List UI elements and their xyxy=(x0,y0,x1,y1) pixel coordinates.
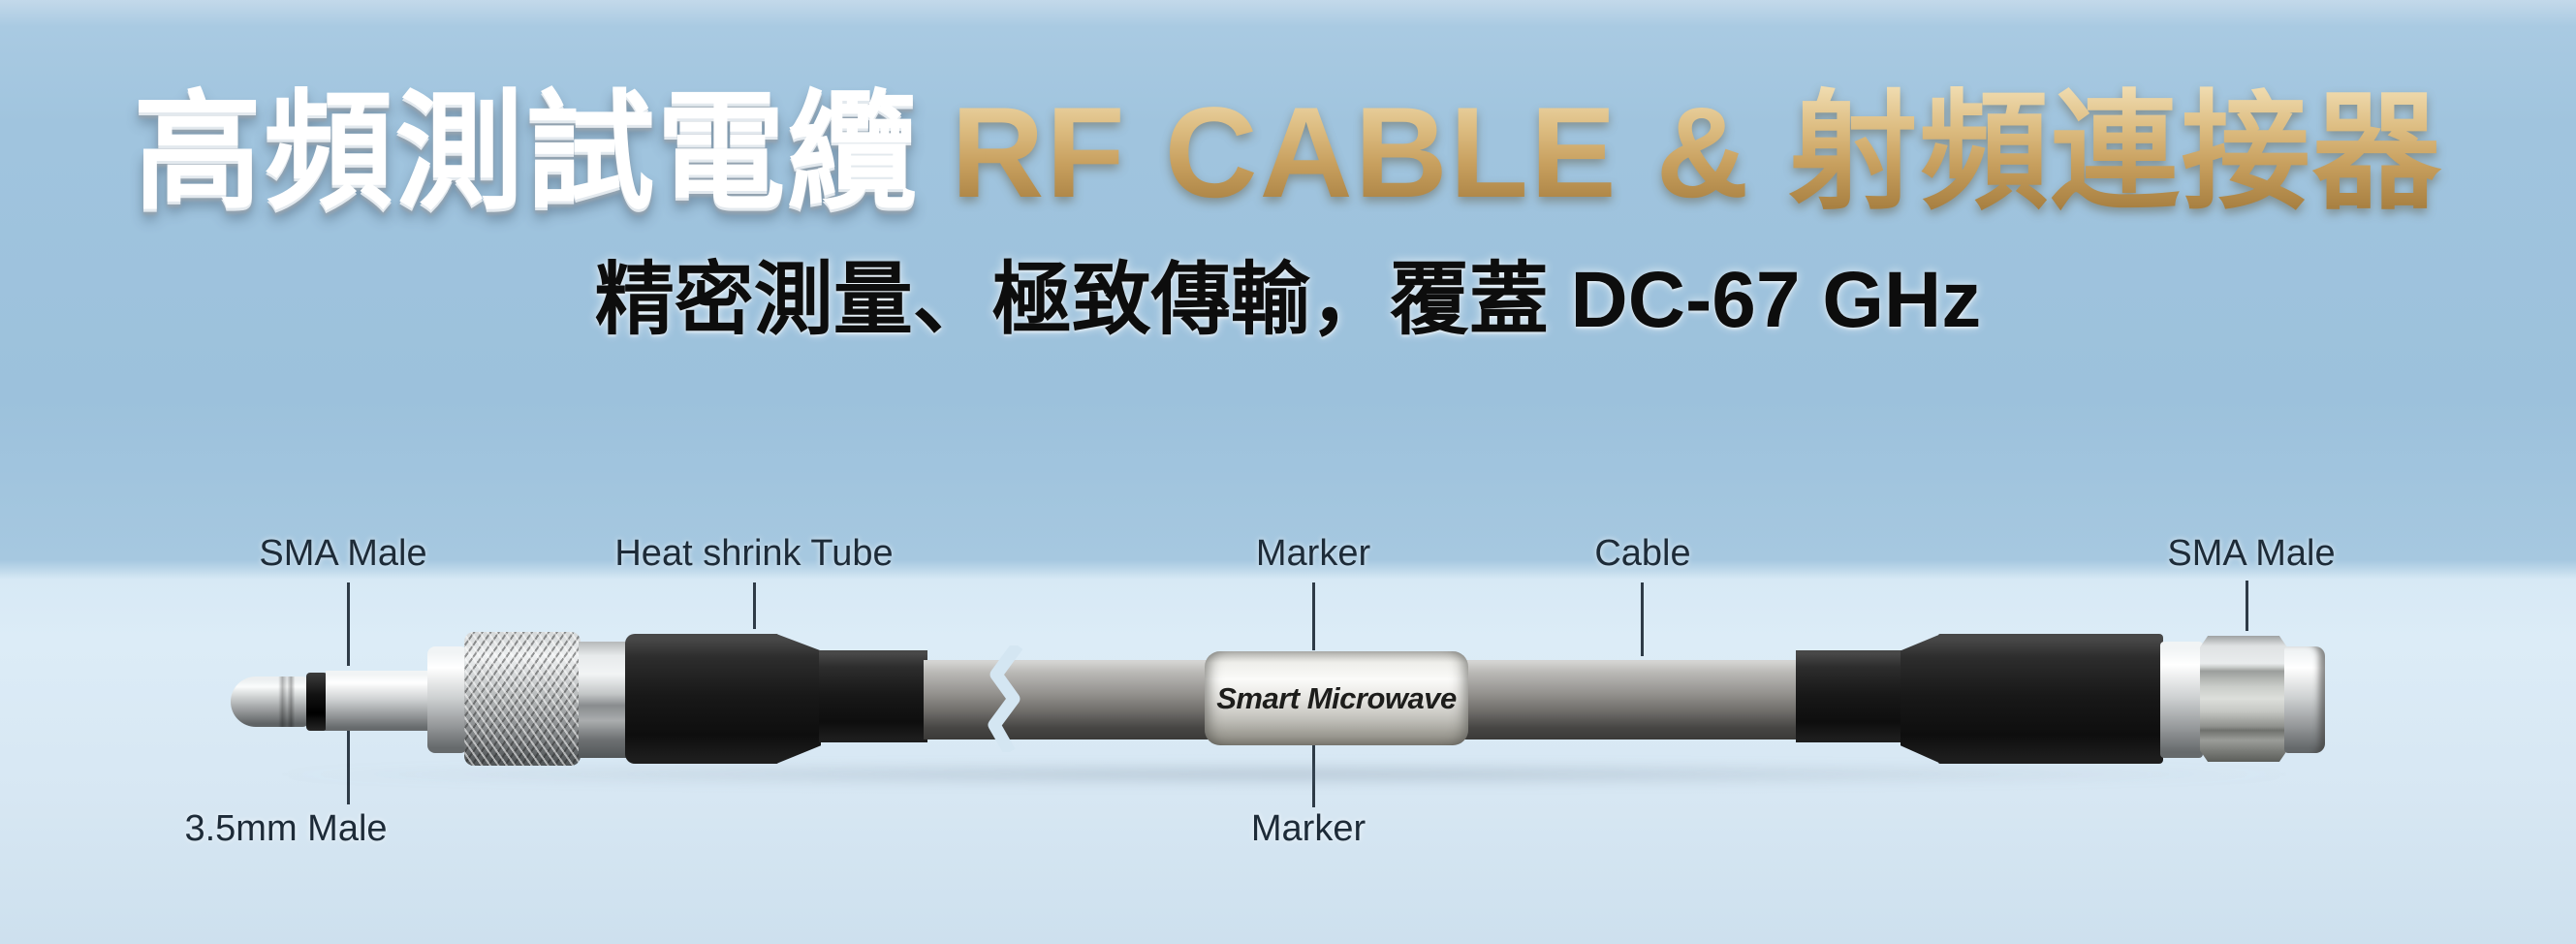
cable-break-icon xyxy=(988,645,1023,752)
leader-sma-male-right xyxy=(2246,581,2248,631)
heat-shrink-right-small xyxy=(1796,650,1904,742)
hex-nut-right xyxy=(2200,636,2287,762)
title-gold-text: RF CABLE & 射頻連接器 xyxy=(951,81,2443,225)
plug-tip-3-5mm xyxy=(231,677,310,727)
label-sma-male-left: SMA Male xyxy=(259,533,427,574)
leader-cable xyxy=(1641,582,1644,656)
heat-shrink-left-large xyxy=(625,634,778,764)
heat-shrink-right-taper xyxy=(1901,634,1941,764)
label-cable: Cable xyxy=(1594,533,1691,574)
cable-shadow xyxy=(242,764,2326,785)
leader-3-5mm-male xyxy=(347,729,350,804)
label-3-5mm-male: 3.5mm Male xyxy=(184,808,388,849)
hex-collar-left xyxy=(579,642,631,758)
leader-heat-shrink-tube xyxy=(753,582,756,629)
label-sma-male-right: SMA Male xyxy=(2167,533,2336,574)
leader-marker-bottom xyxy=(1312,745,1315,807)
marker-sleeve: Smart Microwave xyxy=(1205,651,1468,745)
collar-right xyxy=(2160,642,2203,758)
plug-o-ring xyxy=(306,673,328,731)
connector-flange-left xyxy=(427,646,468,753)
label-heat-shrink-tube: Heat shrink Tube xyxy=(614,533,894,574)
heat-shrink-right-large xyxy=(1938,634,2163,764)
heat-shrink-left-small xyxy=(819,650,927,742)
marker-sleeve-label: Smart Microwave xyxy=(1216,680,1457,715)
title-chinese-white: 高頻測試電纜 xyxy=(133,81,919,225)
label-marker-top: Marker xyxy=(1255,533,1371,574)
plug-barrel xyxy=(326,671,430,731)
leader-marker-top xyxy=(1312,582,1315,650)
label-marker-bottom: Marker xyxy=(1250,808,1367,849)
heat-shrink-left-taper xyxy=(776,634,821,764)
leader-sma-male-left xyxy=(347,582,350,666)
subtitle: 精密測量、極致傳輸，覆蓋 DC-67 GHz xyxy=(594,256,1982,344)
connector-barrel-right xyxy=(2284,646,2325,753)
knurled-coupling-nut xyxy=(464,632,581,766)
